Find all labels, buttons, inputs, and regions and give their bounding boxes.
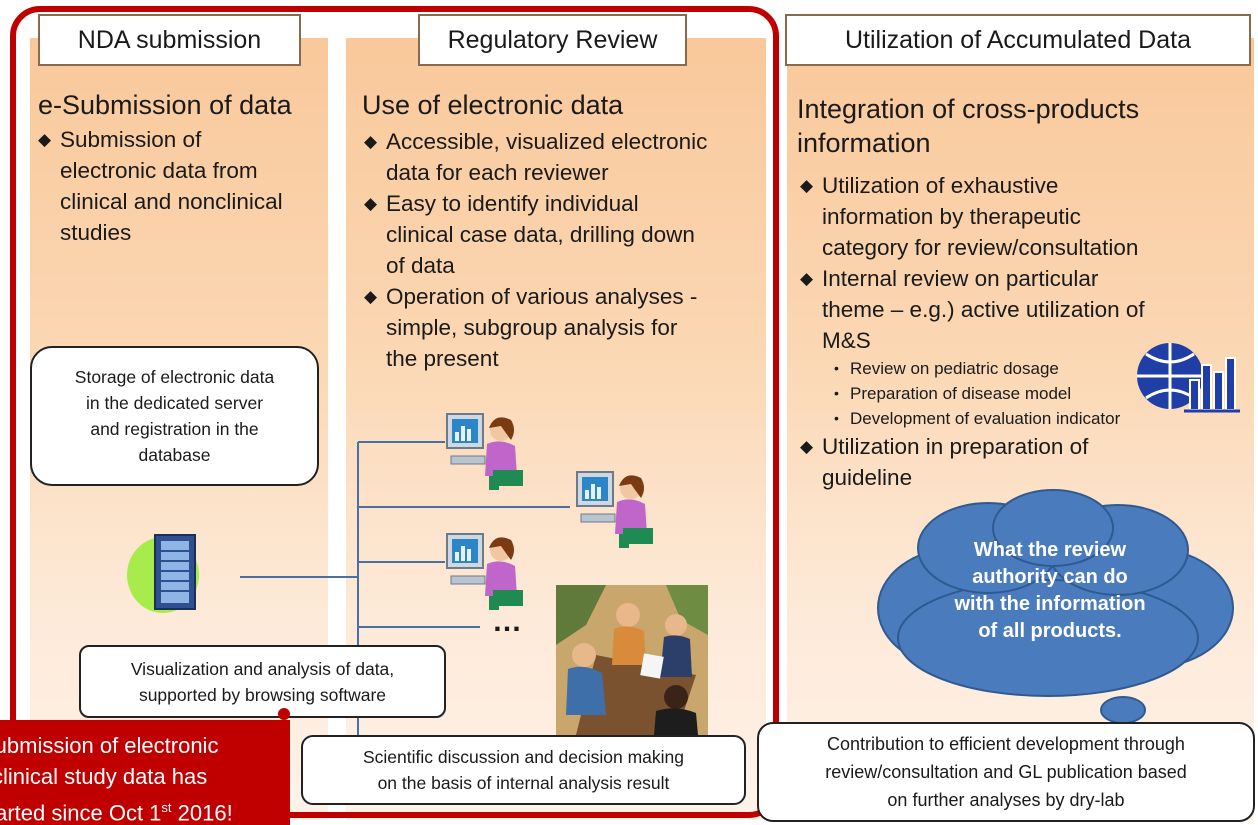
reviewer-computer-icon — [446, 533, 523, 610]
title-line: Integration of cross-products — [797, 94, 1140, 124]
note-line: started since Oct 1st 2016! — [0, 792, 290, 825]
regulatory-review-header: Regulatory Review — [418, 14, 687, 66]
bullet-line: of data — [386, 253, 455, 278]
note-text: 2016! — [171, 800, 233, 825]
bullet-line: M&S — [822, 328, 871, 353]
dot-bullet-icon: • — [834, 385, 839, 401]
bullet-line: Easy to identify individual — [386, 191, 639, 216]
callout-line: supported by browsing software — [138, 684, 387, 705]
nda-submission-header-label: NDA submission — [77, 25, 262, 54]
thought-cloud — [877, 489, 1234, 745]
diamond-bullet-icon: ◆ — [800, 176, 814, 195]
utilization-bullet-1: ◆ Utilization of exhaustive information … — [800, 170, 1250, 263]
bullet-line: clinical case data, drilling down — [386, 222, 695, 247]
diamond-bullet-icon: ◆ — [800, 437, 814, 456]
server-icon — [127, 534, 199, 613]
regulatory-review-header-label: Regulatory Review — [447, 25, 658, 54]
title-line: information — [797, 128, 931, 158]
sub-bullet-item: • Preparation of disease model — [830, 381, 1250, 406]
diamond-bullet-icon: ◆ — [800, 269, 814, 288]
callout-line: review/consultation and GL publication b… — [825, 762, 1187, 782]
scientific-callout: Scientific discussion and decision makin… — [301, 735, 746, 805]
utilization-bullet-2: ◆ Internal review on particular theme – … — [800, 263, 1250, 431]
bullet-line: category for review/consultation — [822, 235, 1139, 260]
red-announcement-box: Submission of electronic clinical study … — [0, 720, 290, 825]
dot-bullet-icon: • — [834, 410, 839, 426]
cloud-text: What the review authority can do with th… — [900, 537, 1200, 645]
connector-dot — [278, 708, 290, 720]
bullet-line: clinical and nonclinical — [60, 189, 283, 214]
diamond-bullet-icon: ◆ — [364, 194, 378, 213]
meeting-photo — [556, 585, 708, 735]
sub-bullet-item: • Development of evaluation indicator — [830, 406, 1250, 431]
utilization-header-label: Utilization of Accumulated Data — [844, 25, 1191, 54]
nda-column-title: e-Submission of data — [38, 90, 292, 120]
bullet-line: Internal review on particular — [822, 266, 1099, 291]
contribution-callout: Contribution to efficient development th… — [757, 722, 1255, 822]
diamond-bullet-icon: ◆ — [38, 130, 52, 149]
callout-line: Visualization and analysis of data, — [130, 658, 395, 679]
bullet-line: Submission of — [60, 127, 202, 152]
bullet-line: Operation of various analyses - — [386, 284, 698, 309]
more-reviewers-ellipsis: … — [492, 605, 526, 638]
bullet-line: theme – e.g.) active utilization of — [822, 297, 1145, 322]
callout-line: Storage of electronic data — [74, 367, 275, 387]
cloud-line: What the review — [973, 539, 1127, 561]
bullet-line: guideline — [822, 465, 913, 490]
diamond-bullet-icon: ◆ — [364, 287, 378, 306]
diamond-bullet-icon: ◆ — [364, 132, 378, 151]
dot-bullet-icon: • — [834, 360, 839, 376]
note-line: clinical study data has — [0, 764, 208, 789]
globe-chart-icon — [1137, 343, 1240, 413]
sub-bullet-text: Review on pediatric dosage — [850, 359, 1059, 378]
nda-submission-header: NDA submission — [38, 14, 301, 66]
bullet-line: Utilization in preparation of — [822, 434, 1089, 459]
sub-bullet-text: Development of evaluation indicator — [850, 409, 1121, 428]
bullet-line: Utilization of exhaustive — [822, 173, 1059, 198]
callout-line: on the basis of internal analysis result — [377, 773, 670, 793]
bullet-line: studies — [60, 220, 132, 245]
sub-bullet-item: • Review on pediatric dosage — [830, 356, 1250, 381]
note-superscript: st — [161, 800, 172, 815]
reviewer-computer-icon — [576, 471, 653, 548]
callout-line: database — [138, 445, 211, 465]
callout-line: Contribution to efficient development th… — [827, 734, 1185, 754]
storage-callout: Storage of electronic data in the dedica… — [30, 346, 319, 486]
nda-bullet-1: ◆ Submission of electronic data from cli… — [38, 124, 323, 248]
reviewer-computer-icon — [446, 413, 523, 490]
utilization-bullet-3: ◆ Utilization in preparation of guidelin… — [800, 431, 1250, 493]
review-bullet-1: ◆ Accessible, visualized electronic data… — [364, 126, 764, 188]
callout-line: on further analyses by dry-lab — [887, 790, 1125, 810]
bullet-line: electronic data from — [60, 158, 258, 183]
bullet-line: Accessible, visualized electronic — [386, 129, 708, 154]
review-column-title: Use of electronic data — [362, 90, 624, 120]
bullet-line: data for each reviewer — [386, 160, 609, 185]
note-line: Submission of electronic — [0, 733, 219, 758]
bullet-line: simple, subgroup analysis for — [386, 315, 678, 340]
callout-line: and registration in the — [90, 419, 259, 439]
nda-bullet-list: ◆ Submission of electronic data from cli… — [38, 124, 323, 248]
cloud-line: with the information — [954, 593, 1146, 615]
bullet-line: information by therapeutic — [822, 204, 1081, 229]
utilization-bullet-list: ◆ Utilization of exhaustive information … — [800, 170, 1250, 493]
review-bullet-list: ◆ Accessible, visualized electronic data… — [364, 126, 764, 374]
utilization-sub-bullet-list: • Review on pediatric dosage • Preparation… — [822, 356, 1250, 431]
utilization-column-title: Integration of cross-products informatio… — [797, 92, 1139, 160]
note-text: started since Oct 1 — [0, 800, 162, 825]
callout-line: Scientific discussion and decision makin… — [363, 747, 684, 767]
cloud-line: of all products. — [978, 620, 1122, 642]
sub-bullet-text: Preparation of disease model — [850, 384, 1072, 403]
visualization-callout: Visualization and analysis of data, supp… — [79, 645, 446, 718]
review-bullet-3: ◆ Operation of various analyses - simple… — [364, 281, 764, 374]
review-bullet-2: ◆ Easy to identify individual clinical c… — [364, 188, 764, 281]
callout-line: in the dedicated server — [85, 393, 264, 413]
utilization-header: Utilization of Accumulated Data — [785, 14, 1251, 66]
bullet-line: the present — [386, 346, 499, 371]
cloud-line: authority can do — [972, 566, 1128, 588]
